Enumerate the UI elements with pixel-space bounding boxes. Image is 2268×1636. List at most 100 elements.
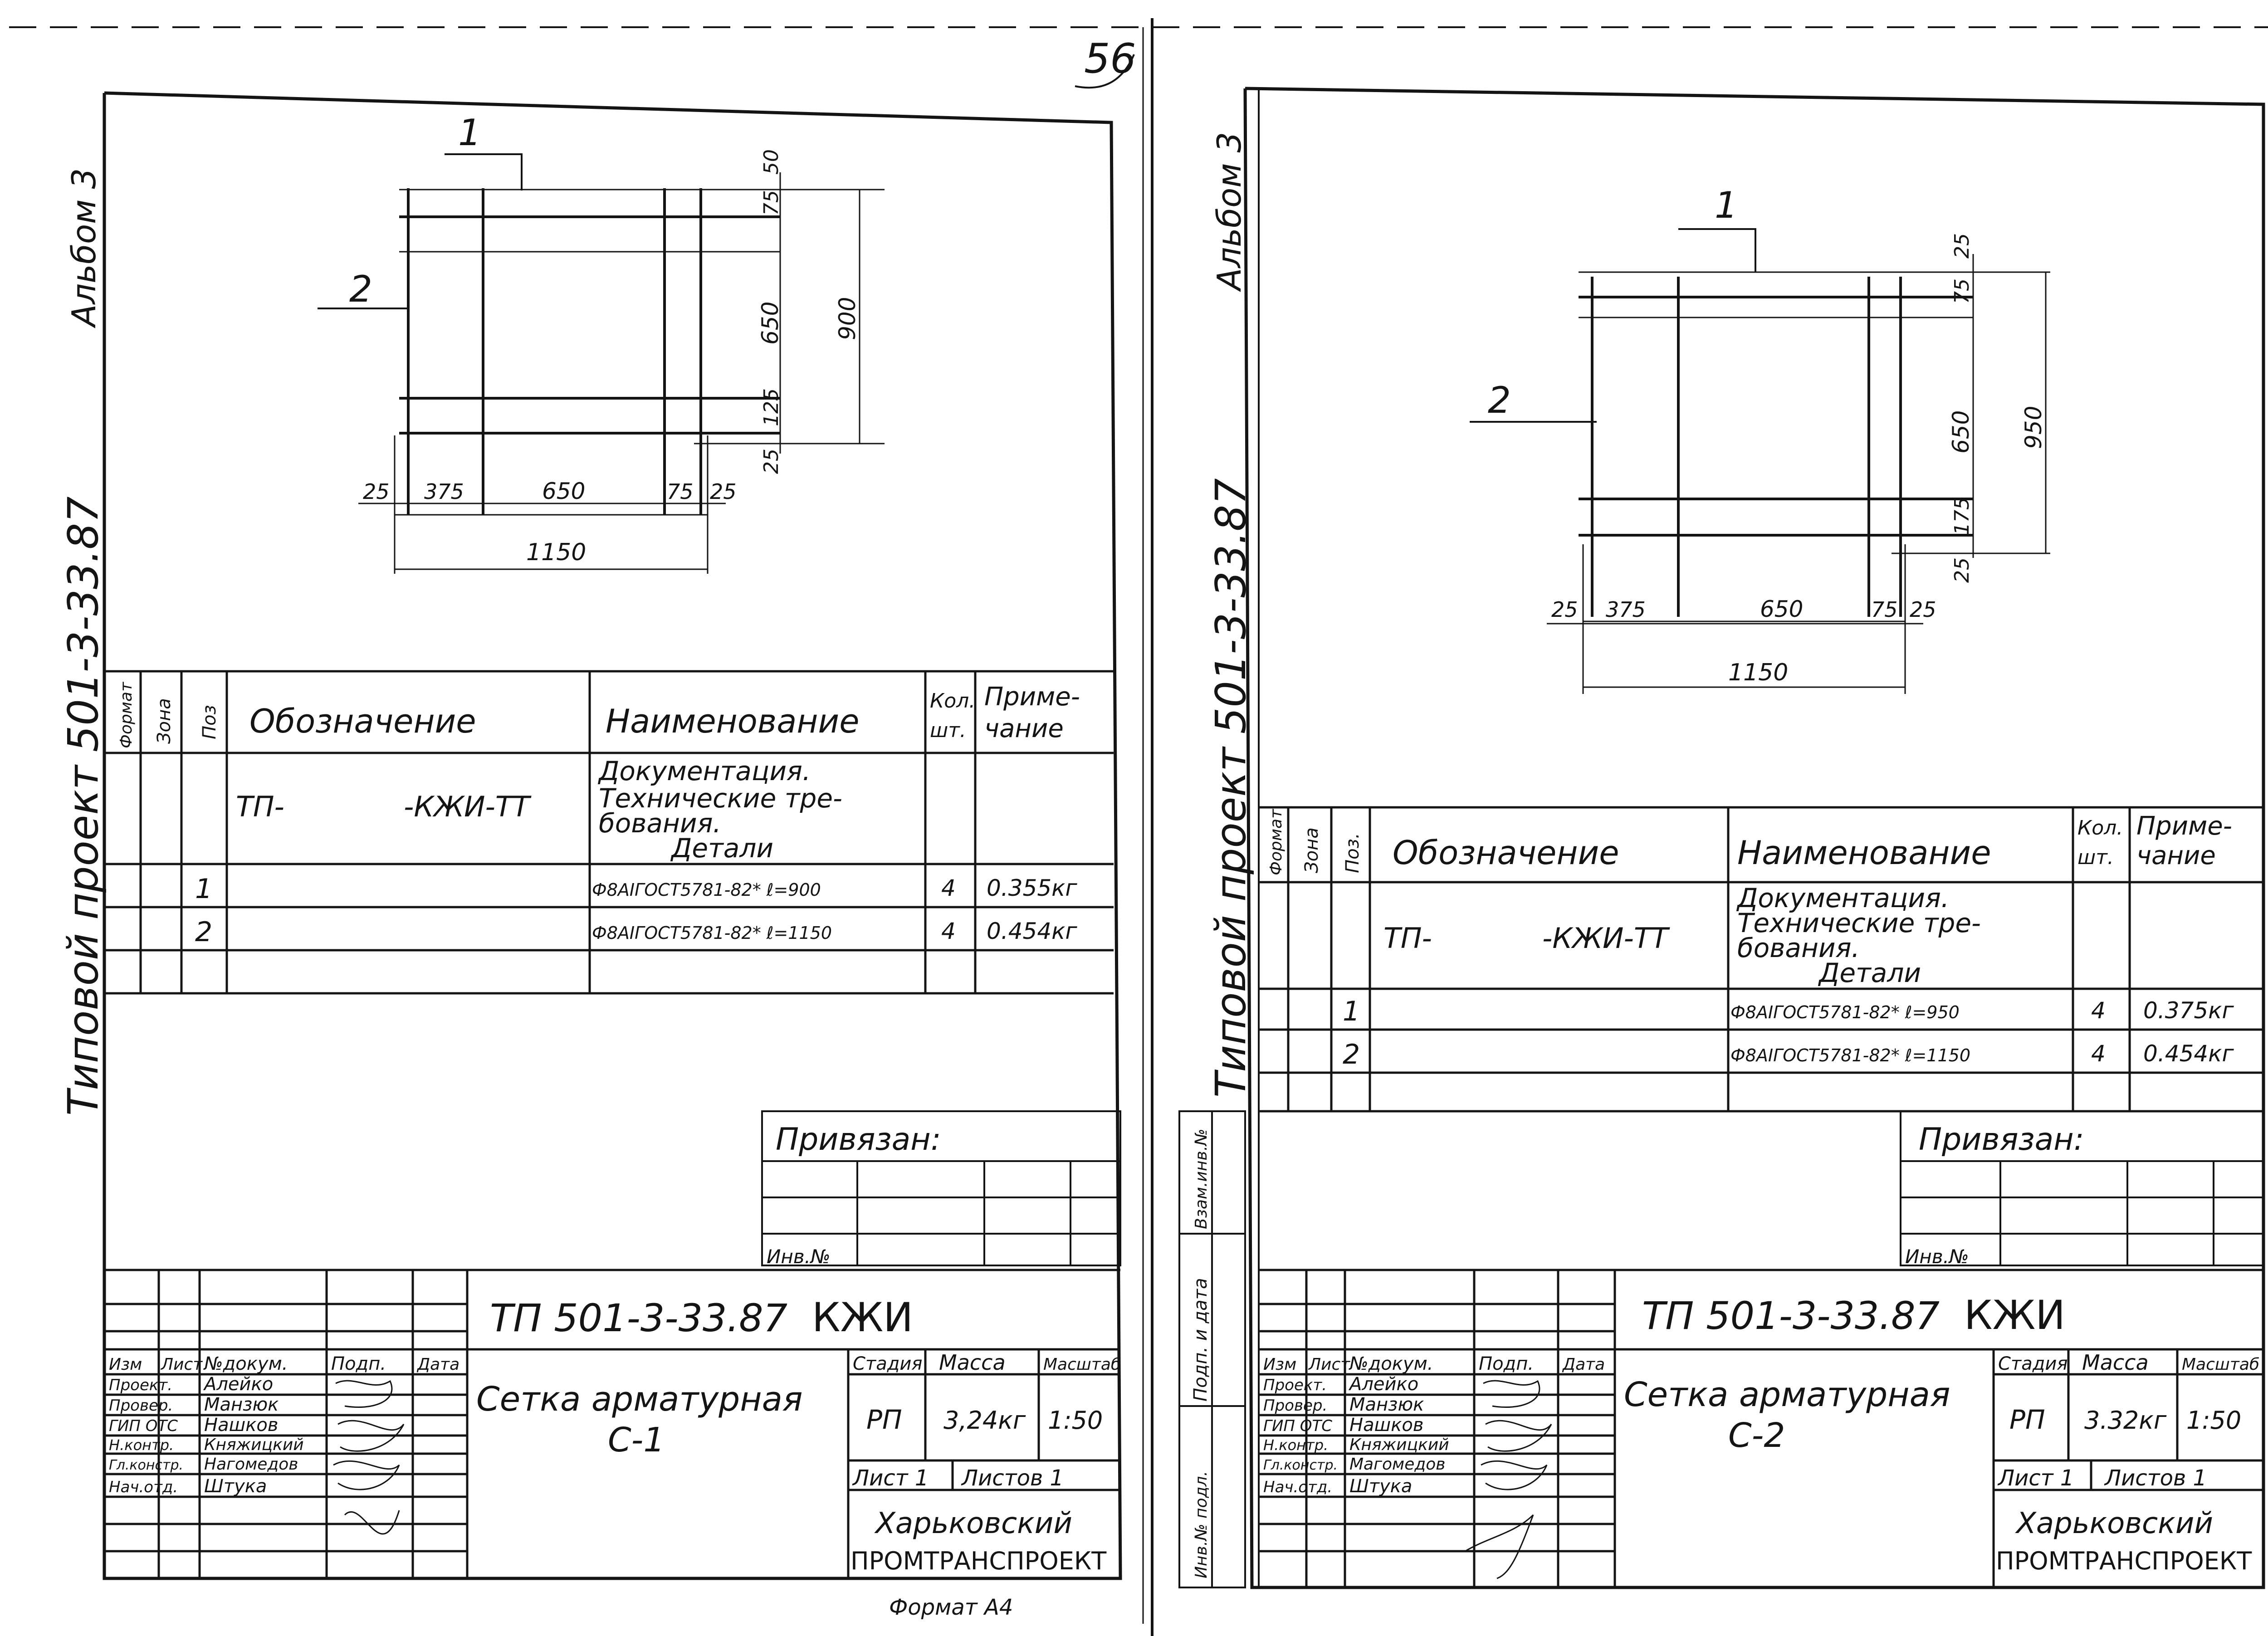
right-doc-name-2: Технические тре- [1737,908,1981,938]
right-leader-2: 2 [1488,379,1511,421]
right-col-head-4: Подп. [1479,1353,1534,1374]
right-row1-name: Ф8AIГОСТ5781-82* ℓ=950 [1730,1002,1960,1022]
right-staff-role-5: Гл.констр. [1263,1457,1338,1473]
right-scale: 1:50 [2186,1406,2241,1435]
left-sheet: 1 2 75 50 650 125 25 900 25 375 650 75 2… [103,91,1122,1620]
left-staff-role-6: Нач.отд. [109,1478,178,1496]
left-leader-1: 1 [458,112,481,154]
left-staff-role-5: Гл.констр. [109,1457,183,1473]
right-row2-name: Ф8AIГОСТ5781-82* ℓ=1150 [1730,1045,1970,1065]
right-doc-name-1: Документация. [1736,883,1949,913]
left-head-pos: Поз [199,705,220,739]
left-row2-note: 0.454кг [987,918,1077,944]
left-staff-name-2: Манзюк [204,1394,279,1415]
right-col-head-3: №докум. [1349,1353,1433,1374]
left-dim-low-a: 125 [760,388,783,426]
right-staff-name-2: Манзюк [1349,1394,1424,1415]
left-dim-h2: 375 [424,479,464,504]
left-sheet-frame [103,91,1122,1580]
left-col-head-3: №докум. [203,1353,288,1374]
left-doc-name-2: Технические тре- [599,783,842,814]
right-stamp-title-1: Сетка арматурная [1624,1375,1950,1414]
right-mass-head: Масса [2082,1350,2149,1375]
left-dim-h3: 650 [542,478,585,504]
right-bound-block [1900,1110,2264,1266]
left-staff-role-2: Провер. [109,1397,173,1415]
left-row2-pos: 2 [195,916,212,948]
right-spec-table [1259,806,2263,1113]
left-row2-qty: 4 [941,918,956,944]
left-staff-name-4: Княжицкий [204,1436,304,1454]
right-staff-role-3: ГИП ОТС [1263,1417,1332,1435]
left-head-format: Формат [117,682,136,748]
left-row1-note: 0.355кг [987,875,1077,901]
right-dim-top-b: 75 [1950,278,1974,304]
right-row1-note: 0.375кг [2143,997,2234,1024]
right-head-zone: Зона [1301,827,1322,873]
left-staff-name-5: Нагомедов [204,1455,298,1474]
right-col-head-1: Изм [1263,1355,1296,1374]
left-doc-name-3: бования. [599,808,721,839]
left-head-qty-2: шт. [930,719,966,742]
left-col-head-1: Изм [109,1355,142,1374]
left-signatures [333,1380,405,1535]
left-album-label: Альбом 3 [65,168,103,328]
left-doc-name-4: Детали [670,833,773,864]
left-dim-mid: 650 [757,302,783,345]
left-stage: РП [866,1404,902,1435]
right-dim-top-a: 25 [1950,233,1974,259]
left-mesh-drawing [318,153,885,574]
left-head-note-1: Приме- [984,682,1080,712]
left-format-note: Формат А4 [889,1595,1013,1620]
right-dim-total-v: 950 [2020,406,2047,449]
right-side-sign: Подп. и дата [1190,1278,1211,1402]
left-row2-name: Ф8AIГОСТ5781-82* ℓ=1150 [592,923,832,943]
left-staff-role-3: ГИП ОТС [109,1417,178,1435]
right-row2-pos: 2 [1343,1039,1360,1070]
left-stamp-title-1: Сетка арматурная [476,1380,802,1419]
left-project-label: Типовой проект 501-3-33.87 [59,496,108,1116]
right-col-head-5: Дата [1562,1355,1605,1374]
right-row1-qty: 4 [2091,997,2106,1024]
right-doc-name-4: Детали [1818,957,1921,988]
right-dim-low-a: 175 [1950,497,1974,535]
right-sheet: 1 2 25 75 650 175 25 950 25 375 650 75 2… [1178,87,2265,1589]
right-stamp-mark: КЖИ [1964,1292,2065,1338]
right-sheet-no: Лист 1 [1997,1465,2074,1491]
right-head-qty-1: Кол. [2077,816,2123,840]
left-head-name: Наименование [606,702,860,740]
right-dim-total-h: 1150 [1728,659,1788,686]
right-album-label: Альбом 3 [1210,132,1248,292]
right-head-pos: Поз. [1342,833,1363,873]
right-side-stamp [1178,1110,1246,1588]
left-col-head-5: Дата [416,1355,459,1374]
right-mesh-drawing [1470,228,2050,694]
right-bound-label: Привязан: [1919,1122,2084,1157]
right-staff-name-4: Княжицкий [1349,1436,1449,1454]
right-dim-h3: 650 [1760,596,1803,622]
right-dim-h1: 25 [1551,597,1578,622]
right-org-1: Харьковский [2015,1507,2213,1540]
left-dim-total-v: 900 [834,297,860,340]
right-staff-role-1: Проект. [1263,1376,1327,1394]
right-dim-mid: 650 [1948,410,1974,454]
left-sheet-no: Лист 1 [852,1465,929,1491]
left-staff-name-6: Штука [204,1476,267,1497]
right-dim-h5: 25 [1910,597,1936,622]
left-dim-top-b: 75 [760,190,783,215]
right-project-label: Типовой проект 501-3-33.87 [1207,478,1255,1098]
left-org-2: ПРОМТРАНСПРОЕКТ [850,1547,1107,1575]
left-bound-label: Привязан: [776,1122,941,1157]
right-head-name: Наименование [1737,834,1991,872]
left-inv-label: Инв.№ [767,1245,831,1268]
right-row2-note: 0.454кг [2143,1040,2234,1067]
left-row1-qty: 4 [941,875,956,901]
left-dim-low-b: 25 [760,449,783,474]
left-org-1: Харьковский [874,1507,1072,1540]
right-head-designation: Обозначение [1393,834,1619,872]
right-doc-name-3: бования. [1737,933,1860,963]
left-row1-pos: 1 [195,873,212,905]
right-col-head-2: Лист [1308,1355,1350,1374]
right-staff-name-3: Нашков [1349,1415,1423,1436]
left-title-stamp [104,1269,1120,1578]
